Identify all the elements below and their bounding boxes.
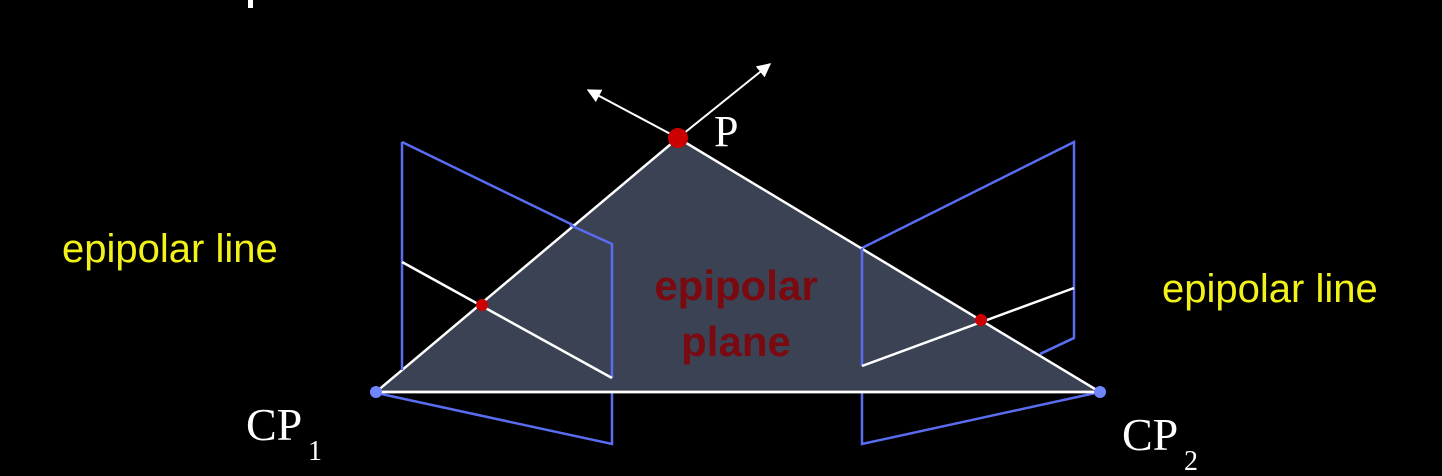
camera-right-subscript: 2 [1184,446,1198,476]
epipolar-plane-label-line1: epipolar [654,262,817,309]
right-image-point [975,314,987,326]
right-image-plane-lower [860,390,1101,446]
left-image-plane-lower [371,390,614,446]
left-epipolar-line [401,260,613,380]
camera-center-right [1094,386,1106,398]
right-epipolar-line [861,286,1075,368]
point-p-label: P [714,107,738,156]
camera-right-label: CP [1122,409,1178,460]
camera-left-subscript: 1 [308,436,322,467]
right-image-plane-right-over [1039,336,1075,356]
left-image-point [476,299,488,311]
point-p [668,128,688,148]
camera-left-label: CP [246,399,302,450]
epipolar-line-label-right: epipolar line [1162,267,1378,311]
camera-center-left [370,386,382,398]
left-image-plane-front-over [569,223,614,378]
cropped-title-glyph [248,0,253,8]
epipolar-plane-label-line2: plane [681,318,791,365]
epipolar-line-label-left: epipolar line [62,227,278,271]
ray-arrow-right [677,63,772,139]
ray-arrow-left [586,89,679,139]
